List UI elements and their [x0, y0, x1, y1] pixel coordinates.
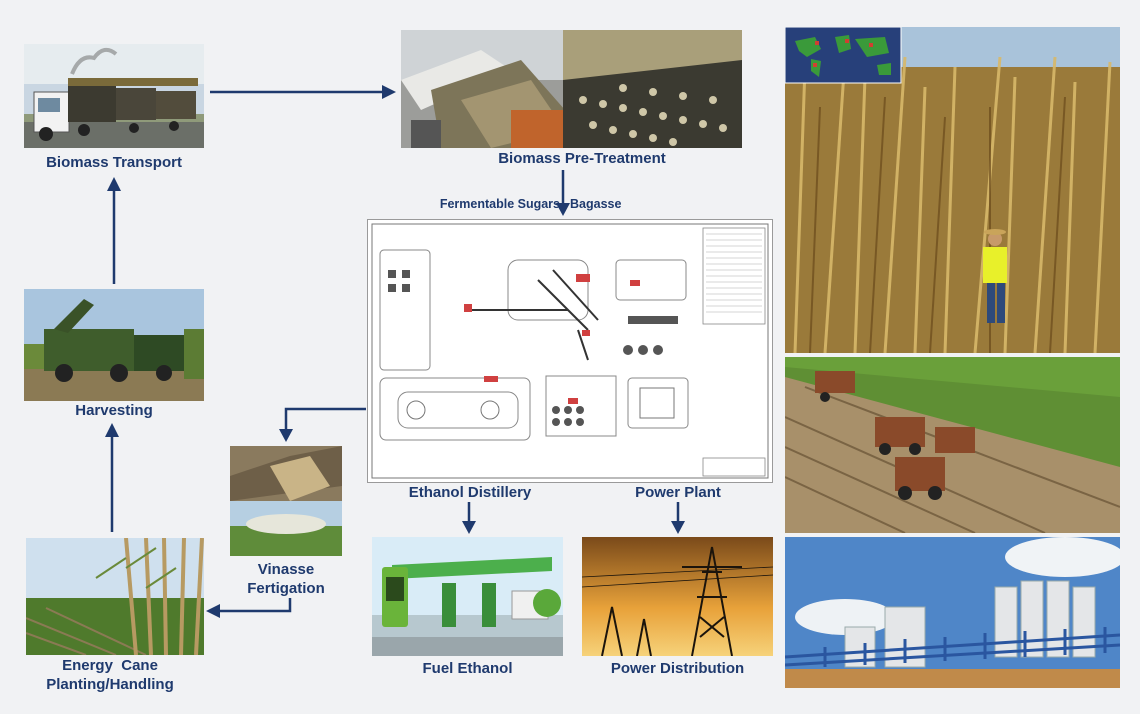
harvesting-photo — [24, 289, 204, 401]
arrow-plant-to-distribution — [671, 502, 685, 534]
biomass-transport-label: Biomass Transport — [46, 154, 182, 171]
arrow-plant-to-vinasse — [279, 407, 366, 442]
industrial-plant-photo — [785, 537, 1120, 688]
fertigation-label: Fertigation — [247, 580, 325, 597]
fermentable-sugars-label: Fermentable Sugars — [439, 197, 560, 211]
power-distribution-photo — [582, 537, 773, 656]
cane-harvest-tractors-photo — [785, 357, 1120, 533]
vinasse-fertigation-photo — [230, 446, 342, 556]
power-distribution-label: Power Distribution — [610, 660, 745, 677]
arrow-transport-to-pretreatment — [210, 85, 396, 99]
pretreatment-photo-left — [401, 30, 565, 148]
arrow-distillery-to-fuel — [462, 502, 476, 534]
energy-cane-photo — [26, 538, 204, 655]
fuel-ethanol-photo — [372, 537, 563, 656]
fuel-ethanol-label: Fuel Ethanol — [422, 660, 513, 677]
energy-cane-label: Energy Cane — [62, 657, 158, 674]
vinasse-label: Vinasse — [257, 561, 315, 578]
planting-handling-label: Planting/Handling — [46, 676, 174, 693]
plant-layout-drawing — [367, 219, 773, 483]
biomass-pretreatment-label: Biomass Pre-Treatment — [498, 150, 666, 167]
arrow-cane-to-harvesting — [105, 423, 119, 532]
bagasse-label: Bagasse — [570, 197, 622, 211]
harvesting-label: Harvesting — [75, 402, 153, 419]
arrow-harvesting-to-transport — [107, 177, 121, 284]
pretreatment-photo-right — [563, 30, 742, 148]
energy-cane-field-photo — [785, 27, 1120, 353]
power-plant-label: Power Plant — [635, 484, 721, 501]
biomass-transport-photo — [24, 44, 204, 148]
ethanol-distillery-label: Ethanol Distillery — [408, 484, 532, 501]
arrow-vinasse-to-cane — [206, 598, 292, 618]
